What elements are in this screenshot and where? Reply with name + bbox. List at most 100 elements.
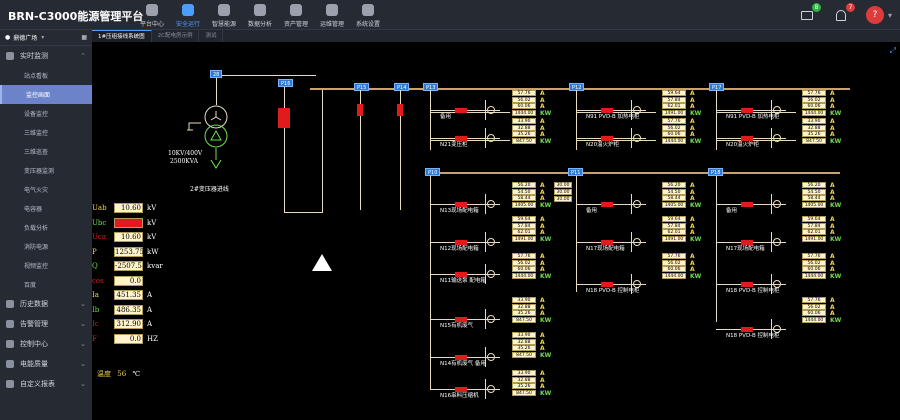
breaker[interactable] <box>601 282 613 287</box>
bus-node[interactable]: P15 <box>354 83 370 91</box>
nav-item[interactable]: 智慧能源 <box>208 2 240 30</box>
sidebar-item[interactable]: 监控画面 <box>0 85 92 104</box>
notification-button[interactable]: 7 <box>832 3 855 24</box>
meter-cell: 60.06 <box>512 266 536 272</box>
meter-cell: 56.20 <box>802 182 826 188</box>
chevron-down-icon[interactable]: ▾ <box>887 10 892 20</box>
breaker[interactable] <box>357 104 363 116</box>
breaker[interactable] <box>455 317 467 322</box>
bus-node[interactable]: P18 <box>708 168 724 176</box>
menu-group[interactable]: 电能质量⌄ <box>0 354 92 374</box>
tab[interactable]: 2C配电房示例 <box>152 30 200 42</box>
breaker[interactable] <box>601 240 613 245</box>
unit-label: A <box>830 103 835 110</box>
breaker[interactable] <box>455 387 467 392</box>
nav-item[interactable]: 资产管理 <box>280 2 312 30</box>
breaker[interactable] <box>455 136 467 141</box>
play-triangle-icon[interactable] <box>312 254 332 271</box>
tab[interactable]: 测试 <box>199 30 224 42</box>
menu-group-icon <box>6 380 14 388</box>
breaker[interactable] <box>455 355 467 360</box>
breaker[interactable] <box>741 327 753 332</box>
breaker[interactable] <box>601 202 613 207</box>
site-selector[interactable]: ● 鼎德广场 ▾ ▦ <box>0 30 92 46</box>
meter-cell: 35.26 <box>512 131 536 137</box>
meter-unit: A <box>147 320 153 328</box>
wire <box>430 112 510 113</box>
meter-cell: 62.01 <box>662 103 686 109</box>
chevron-down-icon: ⌄ <box>80 360 86 368</box>
menu-group[interactable]: 实时监测⌃ <box>0 46 92 66</box>
sidebar-item[interactable]: 站点看板 <box>24 73 49 80</box>
nav-item[interactable]: 数据分析 <box>244 2 276 30</box>
sidebar-item[interactable]: 负载分析 <box>24 225 49 232</box>
breaker[interactable] <box>601 136 613 141</box>
sidebar-item[interactable]: 三维监控 <box>24 130 49 137</box>
unit-label: KW <box>540 389 552 397</box>
unit-label: A <box>830 195 835 202</box>
breaker[interactable] <box>741 282 753 287</box>
breaker[interactable] <box>455 240 467 245</box>
sidebar-item[interactable]: 电容器 <box>24 206 43 213</box>
meter-cell: 56.20 <box>512 182 536 188</box>
breaker[interactable] <box>741 202 753 207</box>
avatar[interactable]: ? <box>865 6 884 24</box>
menu-group[interactable]: 控制中心⌄ <box>0 334 92 354</box>
meter-cell: 847.50 <box>512 137 536 144</box>
menu-group[interactable]: 历史数据⌄ <box>0 294 92 314</box>
nav-item-label: 平台中心 <box>139 21 164 28</box>
meter-cell: 847.50 <box>512 389 536 396</box>
bus-node[interactable]: P10 <box>425 168 441 176</box>
sidebar-item[interactable]: 设备监控 <box>24 111 49 118</box>
current-transformer-icon <box>485 232 495 252</box>
breaker[interactable] <box>741 108 753 113</box>
menu-group[interactable]: 自定义报表⌄ <box>0 374 92 394</box>
unit-label: A <box>690 96 695 104</box>
meter-label: Q <box>92 262 98 270</box>
shield-icon <box>182 4 194 16</box>
meter-value: 10.60 <box>114 232 143 242</box>
expand-icon[interactable]: ⤢ <box>889 46 896 55</box>
breaker[interactable] <box>741 240 753 245</box>
sidebar-item[interactable]: 消防电源 <box>24 244 49 251</box>
breaker[interactable] <box>455 272 467 277</box>
grid-icon[interactable]: ▦ <box>81 34 87 41</box>
breaker[interactable] <box>455 108 467 113</box>
unit-label: A <box>540 90 545 97</box>
breaker[interactable] <box>397 104 403 116</box>
meter-label: Ia <box>92 291 99 299</box>
meter-cell: 56.02 <box>802 259 826 266</box>
sidebar-item[interactable]: 视频监控 <box>24 263 49 270</box>
sidebar-item[interactable]: 电气火灾 <box>24 187 49 194</box>
breaker[interactable] <box>601 108 613 113</box>
bus-node[interactable]: 28 <box>210 70 223 78</box>
breaker[interactable] <box>278 108 290 128</box>
sidebar-item[interactable]: 百度 <box>24 282 37 289</box>
sidebar-item[interactable]: 变压器监测 <box>24 168 55 175</box>
meter-cell: 57.76 <box>802 90 826 96</box>
tab[interactable]: 1#压组接线系统图 <box>92 30 152 42</box>
bus-node[interactable]: P11 <box>568 168 584 176</box>
sidebar-item[interactable]: 三维巡查 <box>24 149 49 156</box>
menu-group[interactable]: 告警管理⌄ <box>0 314 92 334</box>
menu-group-icon <box>6 52 14 60</box>
location-icon: ● <box>5 34 11 41</box>
database-icon <box>290 4 302 16</box>
mail-button[interactable]: 8 <box>798 3 821 24</box>
nav-item[interactable]: 运维管理 <box>316 2 348 30</box>
menu-group-label: 告警管理 <box>20 320 48 328</box>
bus-node[interactable]: P14 <box>394 83 410 91</box>
bus-node[interactable]: P16 <box>278 79 294 87</box>
breaker[interactable] <box>741 136 753 141</box>
meter-label: F <box>92 334 97 343</box>
nav-item[interactable]: 平台中心 <box>136 2 168 30</box>
breaker[interactable] <box>455 202 467 207</box>
nav-item[interactable]: 安全运行 <box>172 2 204 30</box>
nav-item[interactable]: 系统设置 <box>352 2 384 30</box>
